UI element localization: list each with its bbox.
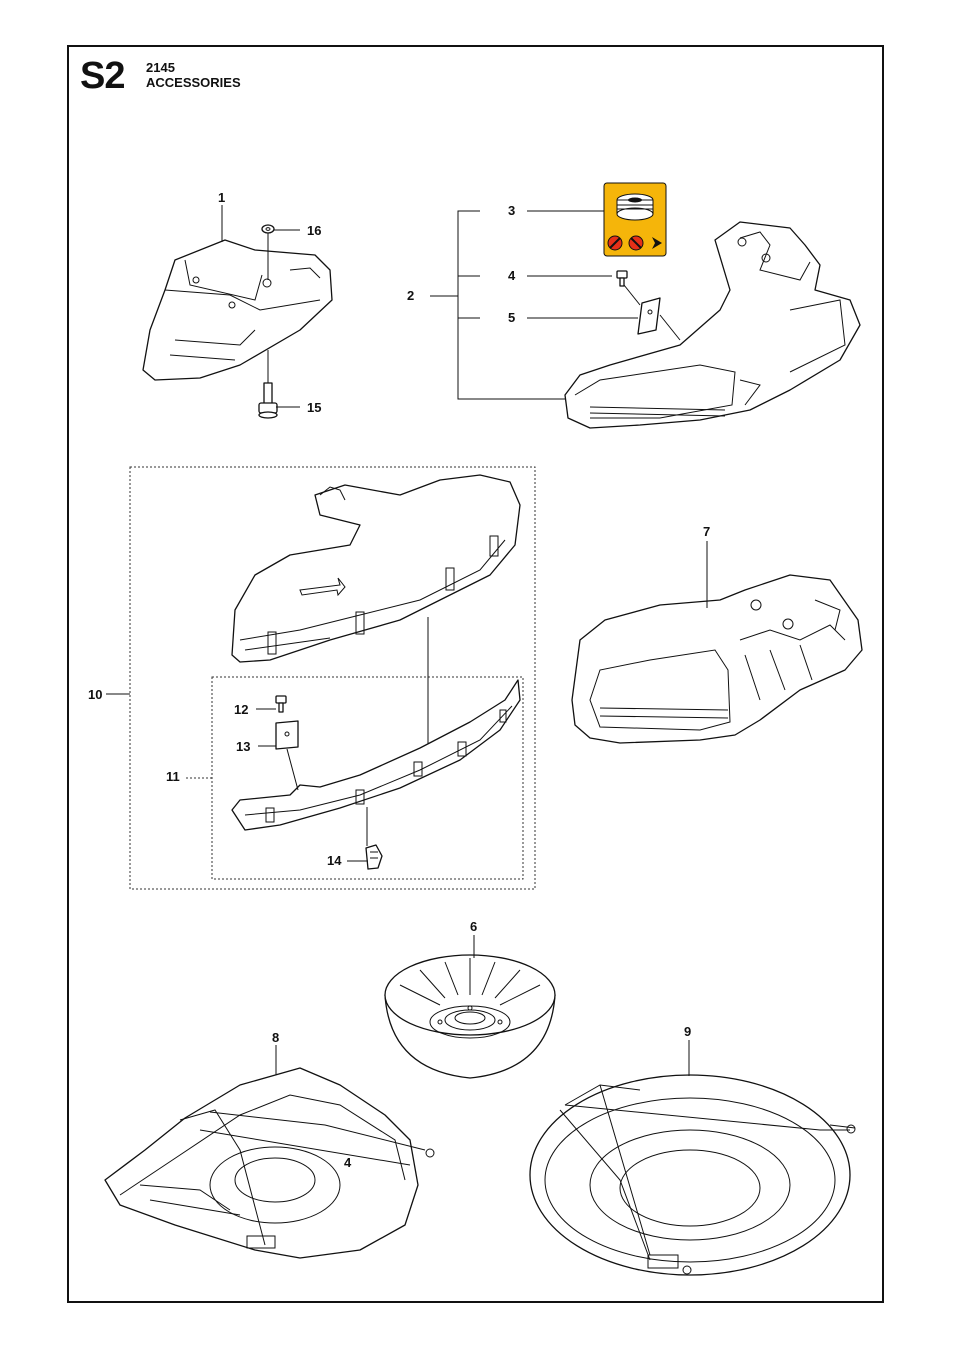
section-code: S2 — [80, 55, 125, 97]
callout-8: 8 — [272, 1030, 279, 1045]
direction-arrow-icon — [652, 237, 662, 249]
callout-6: 6 — [470, 919, 477, 934]
callout-15: 15 — [307, 400, 321, 415]
screw-part-4 — [616, 270, 641, 306]
strip-part-11 — [231, 679, 521, 831]
plate-part-5 — [637, 297, 681, 341]
callout-4: 4 — [508, 268, 516, 283]
guard-part-10 — [231, 474, 521, 663]
callout-13: 13 — [236, 739, 250, 754]
page-frame — [67, 45, 884, 1303]
callout-1: 1 — [218, 190, 225, 205]
screw-part-12 — [275, 695, 287, 713]
guard-part-9 — [529, 1074, 856, 1276]
cup-part-6 — [384, 954, 556, 1079]
callout-7: 7 — [703, 524, 710, 539]
callout-9: 9 — [684, 1024, 691, 1039]
callout-11: 11 — [166, 769, 180, 784]
page-title: ACCESSORIES — [146, 75, 241, 90]
callout-14: 14 — [327, 853, 342, 868]
no-saw-blade-icon — [628, 235, 644, 251]
bolt-part-15 — [258, 382, 278, 419]
decal-part-3 — [603, 182, 667, 257]
guard-part-1 — [142, 239, 333, 381]
guard-part-8 — [104, 1067, 435, 1259]
callout-12: 12 — [234, 702, 248, 717]
guard-part-2 — [564, 221, 861, 429]
no-blade-icon — [607, 235, 623, 251]
guard-part-7 — [571, 574, 863, 744]
callout-16: 16 — [307, 223, 321, 238]
clip-part-14 — [365, 844, 383, 870]
model-number: 2145 — [146, 60, 175, 75]
callout-4-secondary: 4 — [344, 1155, 352, 1170]
plate-part-13 — [275, 720, 299, 750]
callout-5: 5 — [508, 310, 515, 325]
callout-3: 3 — [508, 203, 515, 218]
spool-icon — [616, 193, 654, 221]
callout-10: 10 — [88, 687, 102, 702]
washer-part-16 — [261, 224, 275, 234]
callout-2: 2 — [407, 288, 414, 303]
